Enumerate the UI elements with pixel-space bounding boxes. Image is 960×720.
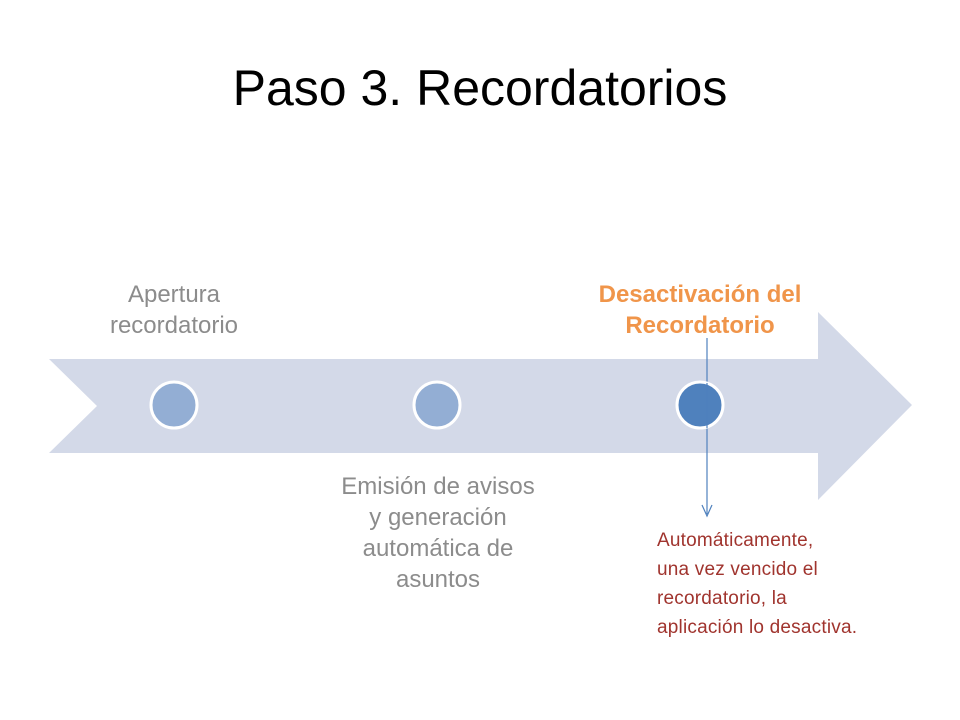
step-label-line: y generación bbox=[369, 504, 507, 531]
note-line: una vez vencido el bbox=[657, 559, 818, 580]
slide-title: Paso 3. Recordatorios bbox=[232, 60, 728, 116]
timeline-arrow bbox=[49, 312, 912, 500]
step-label-1: Apertura recordatorio bbox=[88, 279, 260, 341]
note-connector-arrowhead bbox=[701, 504, 713, 518]
step-label-line: Desactivación del bbox=[598, 281, 802, 308]
step-label-2: Emisión de avisos y generación automátic… bbox=[318, 471, 558, 595]
deactivation-note: Automáticamente, una vez vencido el reco… bbox=[657, 526, 897, 642]
step-node-2 bbox=[412, 380, 462, 430]
step-label-line: automática de bbox=[362, 535, 514, 562]
note-line: Automáticamente, bbox=[657, 530, 814, 551]
step-node-3 bbox=[675, 380, 725, 430]
step-node-1 bbox=[149, 380, 199, 430]
step-label-line: recordatorio bbox=[109, 312, 239, 339]
step-label-line: Recordatorio bbox=[625, 312, 775, 339]
step-label-3: Desactivación del Recordatorio bbox=[580, 279, 820, 341]
step-label-line: asuntos bbox=[395, 566, 481, 593]
note-line: aplicación lo desactiva. bbox=[657, 617, 858, 638]
note-line: recordatorio, la bbox=[657, 588, 787, 609]
step-label-line: Emisión de avisos bbox=[341, 473, 535, 500]
step-label-line: Apertura bbox=[127, 281, 221, 308]
